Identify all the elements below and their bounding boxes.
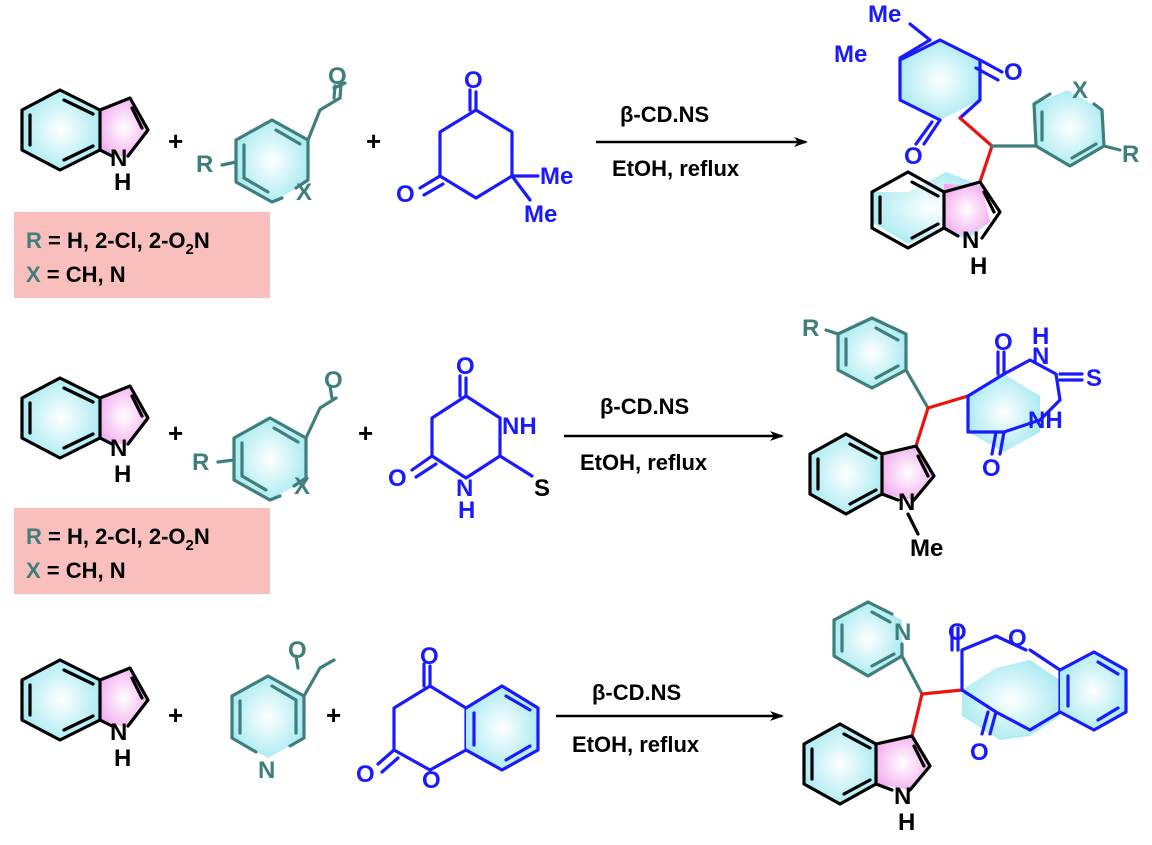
ring-n-label: N (1032, 343, 1049, 370)
reaction-1: N H + O X R + (14, 1, 1139, 298)
product-3: N O O O (802, 600, 1128, 836)
r-substituent-label: R (802, 315, 819, 342)
carbonyl-o-label: O (948, 619, 967, 646)
reaction-3: N H + O N + O O O (20, 600, 1128, 836)
ring-x-label: X (294, 473, 310, 500)
carbonyl-o-label: O (420, 643, 439, 670)
methyl-label: Me (834, 41, 867, 68)
indole-reactant-2: N H (20, 376, 150, 488)
solvent-label: EtOH, reflux (580, 450, 708, 475)
thiobarbituric-acid-reactant: O NH O N H S (388, 353, 550, 524)
indole-reactant-3: N H (20, 658, 150, 772)
nh-h-label: H (114, 169, 131, 196)
nh-n-label: N (962, 227, 979, 254)
nh-n-label: N (894, 783, 911, 810)
reagent-label: β-CD.NS (600, 394, 689, 419)
nh-label: NH (1028, 407, 1063, 434)
thione-s-label: S (534, 475, 550, 502)
product-2: R O H N S NH O (802, 315, 1102, 562)
substituent-box-2: R = H, 2-Cl, 2-O2N X = CH, N (14, 508, 270, 594)
ring-o-label: O (1008, 625, 1027, 652)
r-definition: R = H, 2-Cl, 2-O2N (26, 524, 210, 554)
thione-s-label: S (1086, 365, 1102, 392)
product-1: Me Me O O X R (834, 1, 1139, 280)
nh-h-label: H (114, 461, 131, 488)
carbonyl-o-label: O (464, 67, 483, 94)
reaction-arrow-2: β-CD.NS EtOH, reflux (564, 394, 784, 475)
aryl-aldehyde-2: O X R (192, 367, 343, 502)
ring-h-label: H (1032, 323, 1049, 350)
plus-sign: + (358, 418, 373, 448)
ring-h-label: H (458, 497, 475, 524)
plus-sign: + (168, 700, 183, 730)
pyridine-n-label: N (894, 619, 911, 646)
reaction-arrow-3: β-CD.NS EtOH, reflux (556, 680, 784, 757)
reaction-2: N H + O X R + O NH O N (14, 315, 1102, 594)
indole-reactant-1: N H (20, 88, 150, 196)
ring-x-label: X (296, 179, 312, 206)
reagent-label: β-CD.NS (592, 680, 681, 705)
r-substituent-label: R (192, 449, 209, 476)
r-substituent-label: R (196, 151, 213, 178)
nh-h-label: H (970, 253, 987, 280)
aldehyde-o-label: O (328, 63, 347, 90)
methyl-label: Me (524, 201, 557, 228)
indole-n-label: N (898, 489, 915, 516)
reaction-arrow-1: β-CD.NS EtOH, reflux (596, 102, 808, 181)
ring-x-label: X (1072, 77, 1088, 104)
ring-n-label: N (456, 475, 473, 502)
carbonyl-o-label: O (982, 455, 1001, 482)
nh-label: NH (502, 413, 537, 440)
x-definition: X = CH, N (26, 262, 126, 287)
r-definition: R = H, 2-Cl, 2-O2N (26, 228, 210, 258)
carbonyl-o-label: O (970, 739, 989, 766)
pyridine-n-label: N (258, 757, 275, 784)
methyl-label: Me (540, 163, 573, 190)
carbonyl-o-label: O (456, 353, 475, 380)
plus-sign: + (326, 700, 341, 730)
reagent-label: β-CD.NS (620, 102, 709, 127)
plus-sign: + (168, 418, 183, 448)
n-methyl-label: Me (910, 535, 943, 562)
nh-h-label: H (898, 809, 915, 836)
carbonyl-o-label: O (904, 143, 923, 170)
chromanedione-reactant: O O O (356, 643, 540, 794)
solvent-label: EtOH, reflux (612, 156, 740, 181)
r-substituent-label: R (1122, 141, 1139, 168)
carbonyl-o-label: O (994, 329, 1013, 356)
carbonyl-o-label: O (356, 761, 375, 788)
ring-o-label: O (422, 767, 441, 794)
carbonyl-o-label: O (388, 465, 407, 492)
nh-n-label: N (110, 719, 127, 746)
solvent-label: EtOH, reflux (572, 732, 700, 757)
nh-n-label: N (110, 145, 127, 172)
plus-sign: + (366, 126, 381, 156)
carbonyl-o-label: O (396, 181, 415, 208)
aldehyde-o-label: O (324, 367, 343, 394)
pyridine-aldehyde: O N (230, 637, 336, 784)
substituent-box-1: R = H, 2-Cl, 2-O2N X = CH, N (14, 212, 270, 298)
aryl-aldehyde-1: O X R (196, 63, 347, 206)
carbonyl-o-label: O (1004, 59, 1023, 86)
nh-h-label: H (114, 745, 131, 772)
aldehyde-o-label: O (288, 637, 307, 664)
x-definition: X = CH, N (26, 558, 126, 583)
plus-sign: + (168, 126, 183, 156)
nh-n-label: N (110, 435, 127, 462)
dimedone-reactant: O O Me Me (396, 67, 573, 228)
methyl-label: Me (868, 1, 901, 28)
